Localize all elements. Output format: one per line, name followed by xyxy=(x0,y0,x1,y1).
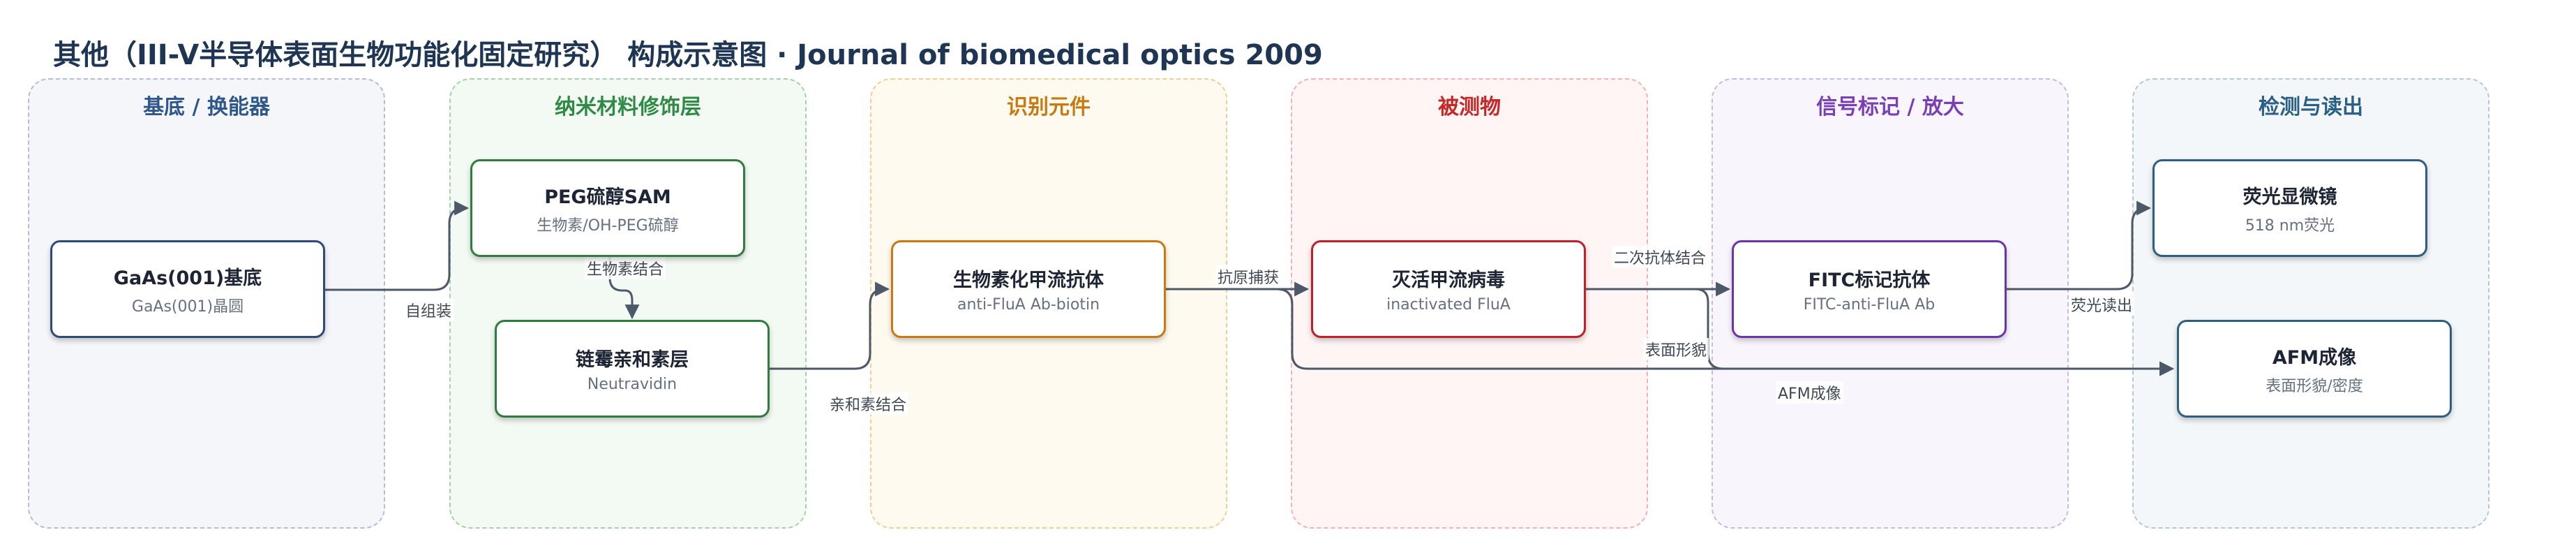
node-gaas-substrate[interactable]: GaAs(001)基底 GaAs(001)晶圆 xyxy=(50,240,325,338)
node-title: 生物素化甲流抗体 xyxy=(953,270,1104,291)
node-neutravidin-layer[interactable]: 链霉亲和素层 Neutravidin xyxy=(495,320,770,418)
node-title: AFM成像 xyxy=(2272,346,2357,369)
edge-label-antigen-capture: 抗原捕获 xyxy=(1215,265,1282,288)
lane-detection: 检测与读出 xyxy=(2132,78,2489,529)
node-fluorescence-microscope[interactable]: 荧光显微镜 518 nm荧光 xyxy=(2152,159,2427,257)
node-peg-thiol-sam[interactable]: PEG硫醇SAM 生物素/OH-PEG硫醇 xyxy=(470,159,745,257)
node-title: GaAs(001)基底 xyxy=(113,267,262,289)
node-title: 荧光显微镜 xyxy=(2242,186,2337,208)
edge-label-affinity-binding: 亲和素结合 xyxy=(828,392,909,415)
edge-label-afm-imaging: AFM成像 xyxy=(1776,381,1843,404)
lane-title: 纳米材料修饰层 xyxy=(555,95,701,119)
edge-label-secondary-binding: 二次抗体结合 xyxy=(1612,246,1709,268)
node-subtitle: 生物素/OH-PEG硫醇 xyxy=(537,216,679,235)
node-subtitle: inactivated FluA xyxy=(1386,296,1511,314)
lane-title: 识别元件 xyxy=(1007,95,1091,119)
edge-label-fluorescence-readout: 荧光读出 xyxy=(2069,293,2135,316)
edge-label-biotin-binding: 生物素结合 xyxy=(585,257,666,279)
node-inactivated-virus[interactable]: 灭活甲流病毒 inactivated FluA xyxy=(1311,240,1586,338)
node-title: PEG硫醇SAM xyxy=(544,186,671,208)
edge-label-self-assembly: 自组装 xyxy=(403,299,454,321)
node-subtitle: FITC-anti-FluA Ab xyxy=(1803,296,1935,314)
node-title: 链霉亲和素层 xyxy=(576,349,689,371)
node-afm-imaging[interactable]: AFM成像 表面形貌/密度 xyxy=(2177,320,2452,418)
node-title: FITC标记抗体 xyxy=(1808,270,1931,291)
lane-title: 被测物 xyxy=(1438,95,1501,119)
lane-nanomaterial: 纳米材料修饰层 xyxy=(449,78,807,529)
lane-title: 信号标记 / 放大 xyxy=(1816,95,1964,119)
node-subtitle: GaAs(001)晶圆 xyxy=(131,297,244,316)
node-fitc-antibody[interactable]: FITC标记抗体 FITC-anti-FluA Ab xyxy=(1732,240,2007,338)
diagram-title: 其他（III-V半导体表面生物功能化固定研究） 构成示意图 · Journal … xyxy=(53,39,1323,71)
lane-title: 检测与读出 xyxy=(2259,95,2363,119)
edge-label-surface-morphology: 表面形貌 xyxy=(1643,338,1709,360)
node-subtitle: anti-FluA Ab-biotin xyxy=(957,296,1100,314)
node-title: 灭活甲流病毒 xyxy=(1392,270,1505,291)
lane-title: 基底 / 换能器 xyxy=(143,95,270,119)
node-subtitle: 518 nm荧光 xyxy=(2245,216,2335,235)
node-subtitle: Neutravidin xyxy=(587,376,677,393)
node-biotinylated-antibody[interactable]: 生物素化甲流抗体 anti-FluA Ab-biotin xyxy=(891,240,1166,338)
node-subtitle: 表面形貌/密度 xyxy=(2266,377,2363,395)
